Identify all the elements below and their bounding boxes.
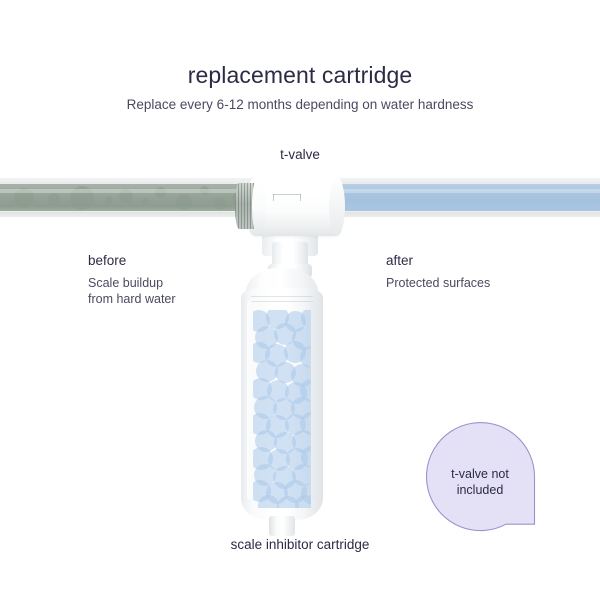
scale-deposit [142,198,149,205]
scale-deposit [105,196,113,204]
polyphosphate-bead [301,310,311,329]
valve-neck [272,242,308,268]
polyphosphate-bead [258,495,279,508]
polyphosphate-bead [301,446,311,468]
after-block: after Protected surfaces [386,253,556,291]
scale-deposit [48,193,60,205]
before-description: Scale buildup from hard water [88,276,176,306]
t-valve-label: t-valve [280,147,320,162]
after-description: Protected surfaces [386,276,491,290]
page-subtitle: Replace every 6-12 months depending on w… [126,97,474,112]
valve-seam-bar [273,194,301,195]
cartridge-bottom-nub [269,516,295,536]
badge-label: t-valve not included [451,467,509,497]
polyphosphate-bead [301,483,311,504]
cartridge-rib [251,296,313,297]
t-valve-not-included-badge: t-valve not included [426,422,541,537]
polyphosphate-bead [275,362,296,383]
polyphosphate-bead [268,449,290,471]
scale-inhibitor-cartridge [238,268,326,540]
valve-seam-mark [300,194,301,201]
after-heading: after [386,253,414,268]
before-heading: before [88,253,127,268]
scale-deposit [155,187,166,198]
valve-end-cap [329,177,345,236]
cartridge-highlight-left [247,300,254,500]
polyphosphate-bead [256,360,278,382]
cartridge-rib [251,301,313,302]
polyphosphate-bead [255,430,277,452]
badge-teardrop-shape [426,422,536,532]
valve-collar [252,179,266,234]
polyphosphate-bead [300,379,311,402]
pipe-shadow-right [334,212,600,217]
scale-deposit [14,188,34,208]
polyphosphate-bead [277,496,299,508]
scale-deposit [213,197,226,210]
before-block: before Scale buildup from hard water [88,253,238,307]
pipe-highlight [0,189,252,193]
valve-seam-mark [273,194,274,201]
scale-deposit [119,189,133,203]
pipe-after-clean [334,178,600,217]
cartridge-body [241,288,323,520]
pipe-before-scaled [0,178,252,217]
cartridge-caption: scale inhibitor cartridge [230,537,370,552]
clean-water-fill [334,184,600,211]
pipe-core-left [0,184,252,211]
t-valve-fitting [228,168,348,280]
pipe-core-right [334,184,600,211]
cartridge-media-window [253,310,311,508]
scale-deposit [200,186,209,195]
polyphosphate-bead [300,412,311,435]
page-title: replacement cartridge [187,62,413,88]
polyphosphate-bead [274,323,296,345]
polyphosphate-bead [267,380,289,402]
polyphosphate-bead [300,346,311,368]
polyphosphate-bead [295,495,311,508]
cartridge-shading-right [309,300,318,500]
pipe-shadow-left [0,212,252,217]
scale-deposit [176,194,192,210]
scale-deposit [70,186,94,210]
pipe-highlight [334,189,600,193]
